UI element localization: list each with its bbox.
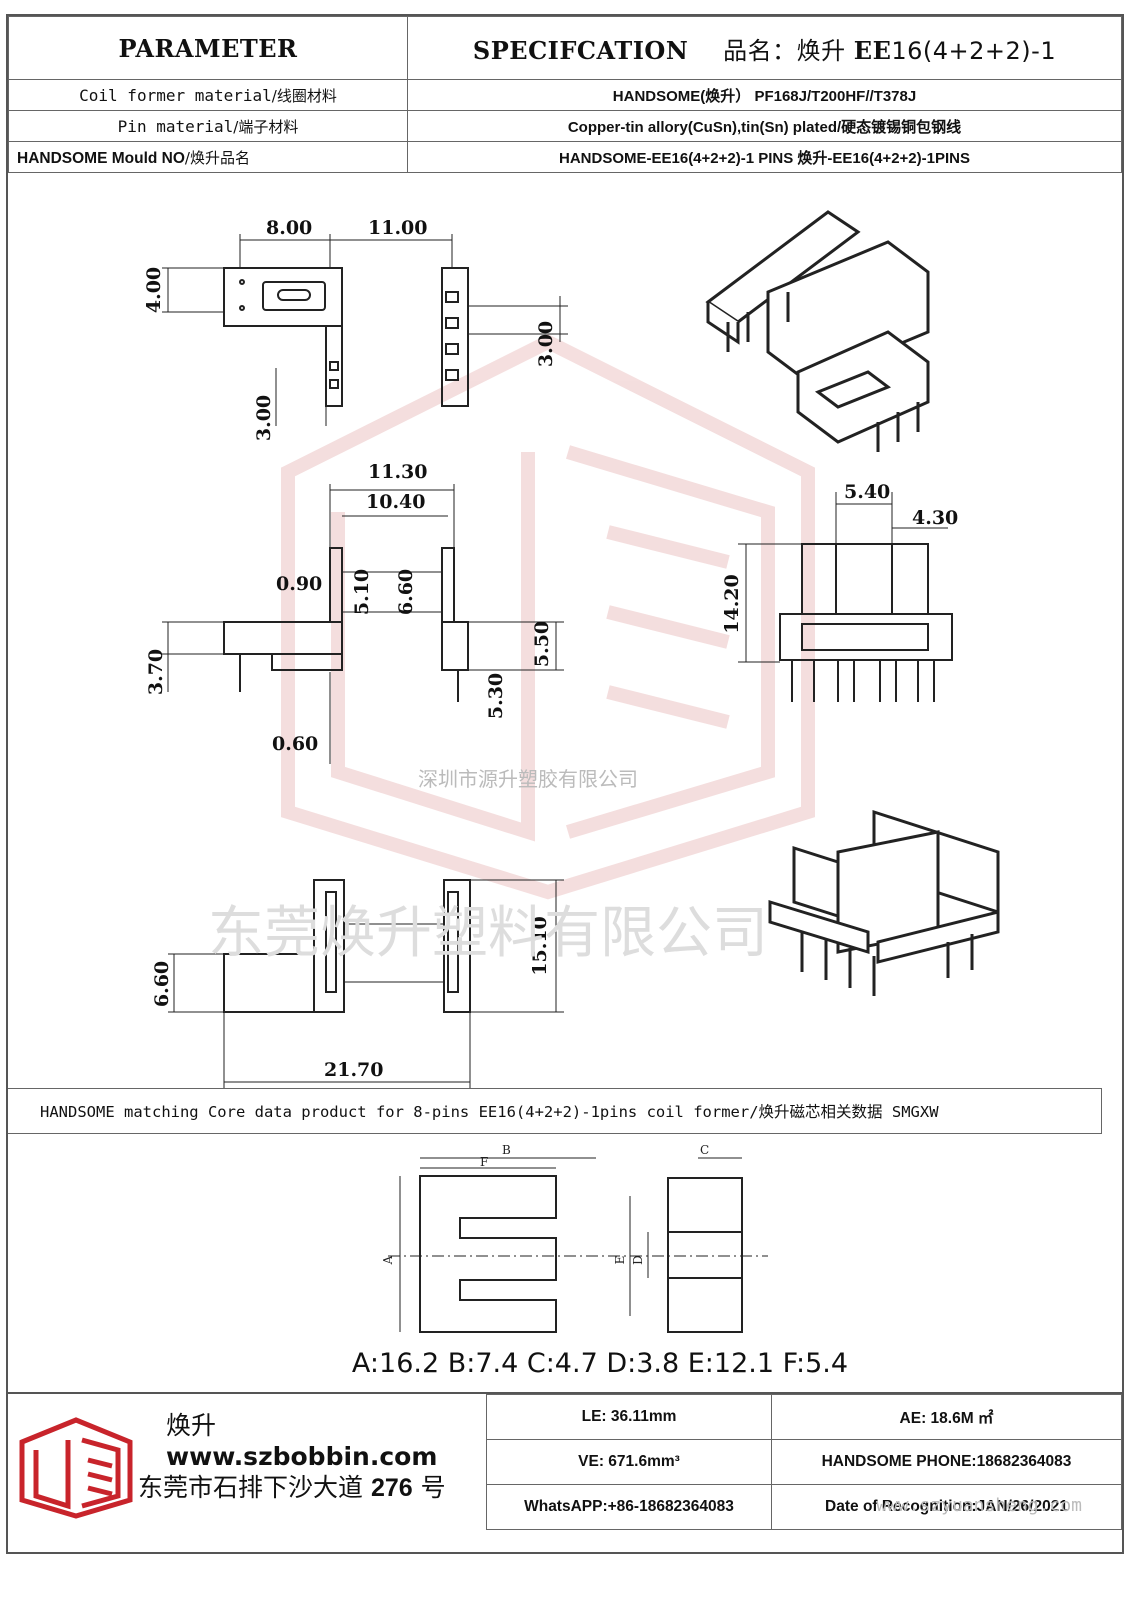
footer: 焕升www.szbobbin.com 东莞市石排下沙大道 276 号 LE: 3… (8, 1392, 1122, 1556)
dim-label: 3.00 (253, 395, 275, 441)
ae-value: AE: 18.6M ㎡ (771, 1394, 1122, 1440)
technical-drawing: 8.00 11.00 4.00 3.00 3.00 11.30 10.40 0.… (143, 210, 1000, 1088)
dim-label: 5.50 (531, 621, 553, 667)
dim-label: 3.00 (535, 321, 557, 367)
dim-label: 8.00 (266, 217, 312, 239)
core-label-f: F (480, 1155, 488, 1169)
dim-label: 4.00 (143, 267, 165, 313)
coil-material-value: HANDSOME(焕升） PF168J/T200HF//T378J (407, 79, 1122, 111)
view-top (162, 234, 568, 426)
pin-material-value: Copper-tin allory(CuSn),tin(Sn) plated/硬… (407, 110, 1122, 142)
watermark-company-small: 深圳市源升塑胶有限公司 (418, 767, 638, 791)
phone-value: HANDSOME PHONE:18682364083 (771, 1439, 1122, 1485)
core-label-a: A (381, 1255, 395, 1265)
dim-label: 11.00 (368, 217, 428, 239)
core-data-band: HANDSOME matching Core data product for … (8, 1088, 1102, 1134)
dim-label: 4.30 (912, 507, 958, 529)
dim-label: 0.60 (272, 733, 318, 755)
brand-website: 焕升www.szbobbin.com (166, 1411, 438, 1471)
header-table: PARAMETER SPECIFCATION 品名：焕升 EE16(4+2+2)… (8, 16, 1122, 173)
parameter-heading: PARAMETER (8, 16, 408, 80)
mould-no-label: HANDSOME Mould NO/焕升品名 (8, 141, 408, 173)
view-side (738, 492, 953, 702)
logo-watermark (281, 334, 815, 900)
dim-label: 11.30 (368, 461, 428, 483)
date-value: Date of Recognition:JAN/26/2021 (771, 1484, 1122, 1530)
dim-label: 10.40 (366, 491, 426, 513)
ve-value: VE: 671.6mm³ (486, 1439, 772, 1485)
view-bottom (168, 879, 564, 1088)
drawing-area: 8.00 11.00 4.00 3.00 3.00 11.30 10.40 0.… (8, 172, 1122, 1088)
specification-heading: SPECIFCATION 品名：焕升 EE16(4+2+2)-1 (407, 16, 1122, 80)
whatsapp-value: WhatsAPP:+86-18682364083 (486, 1484, 772, 1530)
footer-table: LE: 36.11mm AE: 18.6M ㎡ VE: 671.6mm³ HAN… (486, 1394, 1122, 1530)
dim-label: 5.10 (351, 569, 373, 615)
dim-label: 21.70 (324, 1059, 384, 1081)
watermark-url: www.szyuansheng.com (876, 1495, 1082, 1516)
coil-material-label: Coil former material/线圈材料 (8, 79, 408, 111)
core-label-c: C (700, 1143, 709, 1157)
dim-label: 15.10 (529, 916, 551, 976)
le-value: LE: 36.11mm (486, 1394, 772, 1440)
core-dimensions: A:16.2 B:7.4 C:4.7 D:3.8 E:12.1 F:5.4 (351, 1348, 849, 1379)
core-label-d: D (631, 1255, 645, 1265)
brand-address: 东莞市石排下沙大道 276 号 (138, 1473, 446, 1502)
mould-no-value: HANDSOME-EE16(4+2+2)-1 PINS 焕升-EE16(4+2+… (407, 141, 1122, 173)
dim-label: 6.60 (151, 961, 173, 1007)
dim-label: 0.90 (276, 573, 322, 595)
watermark-company-large: 东莞焕升塑料有限公司 (208, 901, 768, 966)
spec-sheet: PARAMETER SPECIFCATION 品名：焕升 EE16(4+2+2)… (6, 14, 1124, 1554)
dim-label: 6.60 (395, 569, 417, 615)
dim-label: 5.40 (844, 481, 890, 503)
brand-block: 焕升www.szbobbin.com 东莞市石排下沙大道 276 号 (8, 1394, 486, 1556)
core-drawing: B F A C D E (381, 1143, 768, 1333)
pin-material-label: Pin material/端子材料 (8, 110, 408, 142)
dim-label: 5.30 (485, 673, 507, 719)
isometric-view-2 (768, 809, 1000, 996)
core-label-e: E (613, 1256, 627, 1265)
dim-label: 14.20 (721, 574, 743, 634)
view-front (162, 484, 564, 764)
isometric-view-1 (705, 210, 930, 452)
dim-label: 3.70 (145, 649, 167, 695)
core-label-b: B (502, 1143, 511, 1157)
company-logo (19, 1417, 133, 1519)
product-name: 品名：焕升 EE16(4+2+2)-1 (723, 35, 1057, 65)
